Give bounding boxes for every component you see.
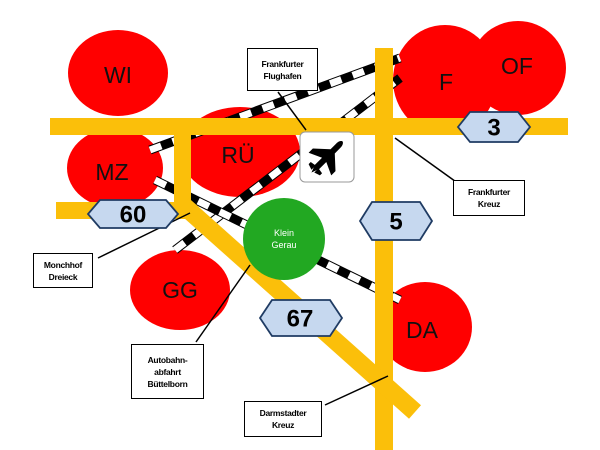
shield-a60[interactable]: 60: [86, 199, 180, 229]
shield-a5[interactable]: 5: [358, 201, 434, 241]
airplane-icon: [308, 141, 343, 176]
shield-label-60: 60: [120, 202, 147, 229]
airport-icon-box[interactable]: [299, 130, 355, 184]
callout-frankfurter-flughafen: Frankfurter Flughafen: [247, 48, 318, 91]
city-label-gg: GG: [162, 277, 198, 303]
city-label-f: F: [439, 69, 453, 95]
city-mz[interactable]: [67, 128, 163, 208]
shield-label-5: 5: [389, 209, 402, 236]
place-label-line2: Gerau: [271, 240, 296, 250]
city-label-of: OF: [501, 53, 533, 79]
city-da[interactable]: [378, 282, 472, 372]
callout-darmstadter-kreuz: Darmstadter Kreuz: [244, 401, 322, 437]
city-of[interactable]: [470, 21, 566, 115]
city-f[interactable]: [393, 25, 497, 135]
city-wi[interactable]: [68, 30, 168, 116]
shield-a3[interactable]: 3: [456, 111, 532, 143]
shield-label-67: 67: [287, 306, 314, 333]
city-gg[interactable]: [130, 250, 230, 330]
callout-monchhof-dreieck: Monchhof Dreieck: [33, 253, 93, 288]
place-klein-gerau[interactable]: [243, 198, 325, 280]
shield-label-3: 3: [487, 115, 500, 142]
road-a67-north: [174, 125, 191, 210]
city-label-mz: MZ: [95, 159, 128, 185]
callout-frankfurter-kreuz: Frankfurter Kreuz: [453, 180, 525, 216]
road-a5: [375, 48, 393, 450]
city-label-da: DA: [406, 317, 439, 343]
shield-a67[interactable]: 67: [258, 299, 344, 337]
city-label-wi: WI: [104, 62, 132, 88]
callout-leaders: [97, 91, 460, 406]
place-label-line1: Klein: [274, 228, 294, 238]
callout-autobahnabfahrt-buettelborn: Autobahn- abfahrt Büttelborn: [131, 344, 204, 399]
city-label-ru: RÜ: [221, 142, 254, 168]
